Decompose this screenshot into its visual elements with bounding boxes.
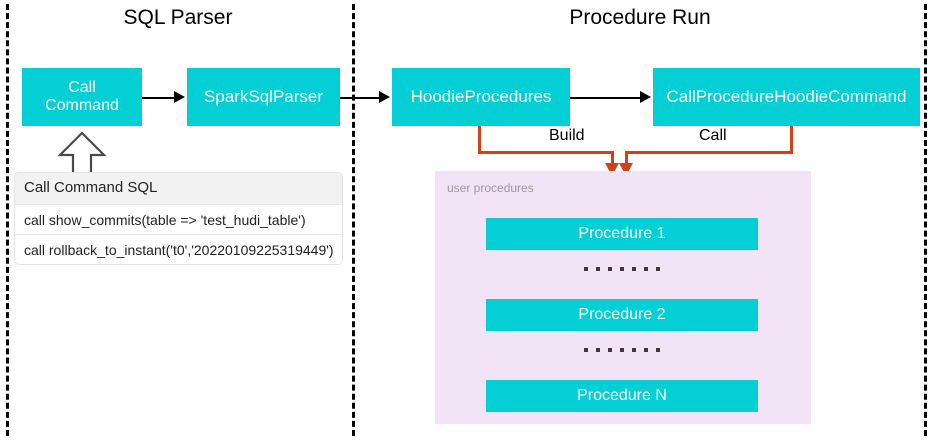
arrow-spark-parser-to-hoodie-procedures — [340, 97, 381, 99]
arrow-hoodie-procedures-to-call-command — [570, 97, 642, 99]
node-call-command[interactable]: Call Command — [22, 68, 142, 126]
dot-icon — [644, 267, 648, 271]
dot-icon — [620, 348, 624, 352]
node-hoodie-procedures[interactable]: HoodieProcedures — [392, 68, 570, 126]
sql-table-header: Call Command SQL — [15, 173, 342, 204]
arrow-call-command-to-spark-parser — [142, 97, 176, 99]
dot-icon — [632, 348, 636, 352]
dot-icon — [584, 267, 588, 271]
section-title-procedure-run: Procedure Run — [569, 6, 711, 29]
node-spark-sql-parser[interactable]: SparkSqlParser — [187, 68, 340, 126]
user-procedures-panel: user procedures Procedure 1 Procedure 2 … — [435, 171, 811, 424]
dot-icon — [656, 348, 660, 352]
call-connector-segment — [625, 151, 628, 165]
ellipsis-dots — [486, 259, 758, 279]
table-row: call rollback_to_instant('t0','202201092… — [15, 234, 342, 264]
section-title-sql-parser: SQL Parser — [123, 6, 233, 29]
call-command-sql-table: Call Command SQL call show_commits(table… — [15, 173, 342, 264]
build-connector-segment — [611, 151, 614, 165]
dot-icon — [596, 348, 600, 352]
dot-icon — [584, 348, 588, 352]
arrow-head-right-icon — [640, 91, 651, 103]
up-block-arrow-icon — [57, 131, 107, 177]
arrow-head-right-icon — [174, 91, 185, 103]
table-row: call show_commits(table => 'test_hudi_ta… — [15, 204, 342, 234]
node-call-procedure-hoodie-command[interactable]: CallProcedureHoodieCommand — [653, 68, 920, 126]
edge-label-call: Call — [694, 127, 732, 145]
build-connector-segment — [478, 126, 481, 154]
build-connector-segment — [478, 151, 614, 154]
section-divider-middle — [352, 4, 355, 436]
dot-icon — [620, 267, 624, 271]
dot-icon — [644, 348, 648, 352]
dot-icon — [608, 267, 612, 271]
section-divider-right — [924, 4, 927, 436]
user-procedures-label: user procedures — [447, 181, 534, 195]
dot-icon — [656, 267, 660, 271]
section-divider-left — [6, 4, 9, 436]
dot-icon — [596, 267, 600, 271]
call-connector-segment — [790, 126, 793, 154]
ellipsis-dots — [486, 340, 758, 360]
call-connector-segment — [625, 151, 793, 154]
arrow-head-right-icon — [379, 91, 390, 103]
edge-label-build: Build — [544, 127, 590, 145]
list-item[interactable]: Procedure 1 — [486, 218, 758, 250]
dot-icon — [632, 267, 636, 271]
list-item[interactable]: Procedure N — [486, 380, 758, 412]
dot-icon — [608, 348, 612, 352]
list-item[interactable]: Procedure 2 — [486, 299, 758, 331]
